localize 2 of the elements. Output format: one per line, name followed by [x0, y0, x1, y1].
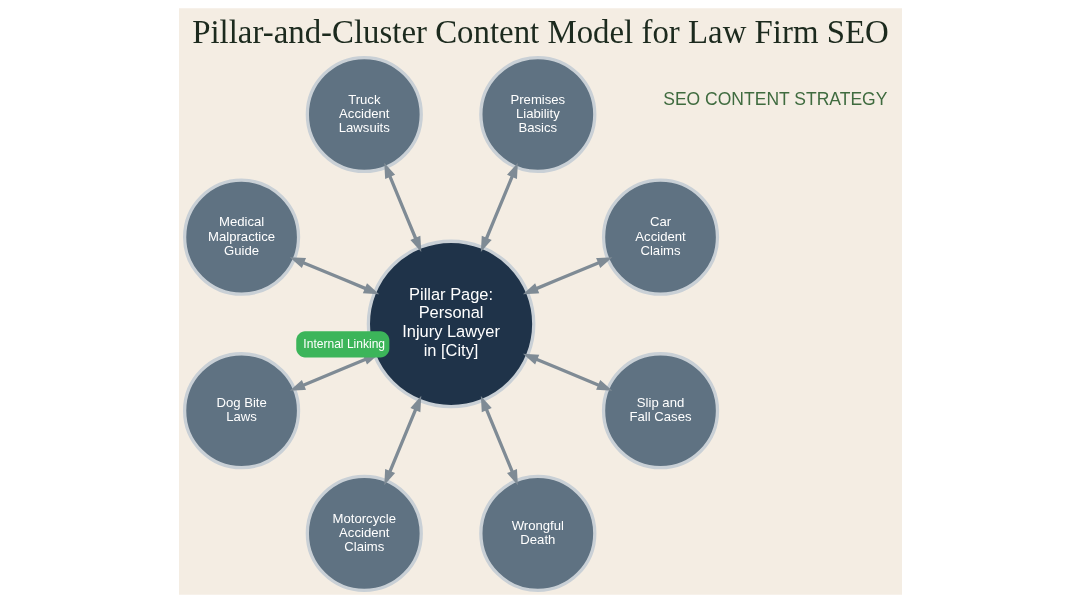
- diagram-title: Pillar-and-Cluster Content Model for Law Firm SEO: [191, 14, 889, 51]
- label: SEO CONTENT STRATEGY: [662, 88, 887, 109]
